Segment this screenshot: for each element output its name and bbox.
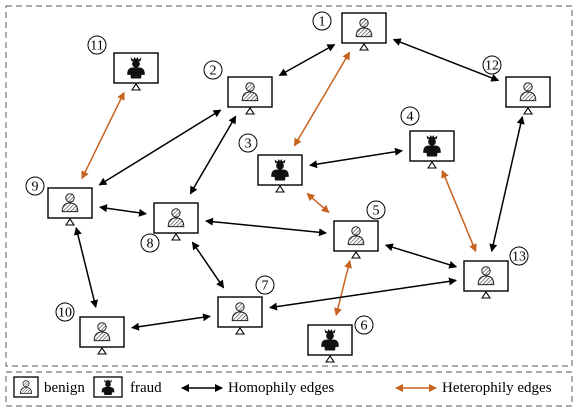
node-label-circle bbox=[400, 106, 420, 126]
node-label-circle bbox=[509, 246, 529, 266]
node-12-benign: 12 bbox=[482, 55, 551, 115]
edge-4-13-heterophily bbox=[441, 169, 477, 253]
monitor-stand bbox=[522, 107, 534, 115]
edge-5-6-heterophily bbox=[334, 259, 352, 317]
legend-benign-label: benign bbox=[44, 380, 85, 396]
node-4-fraud: 4 bbox=[400, 106, 455, 169]
edge-9-10-homophily bbox=[73, 226, 99, 309]
node-13-benign: 13 bbox=[463, 246, 529, 299]
node-label-circle bbox=[482, 55, 502, 75]
node-label: 9 bbox=[32, 180, 39, 195]
edge-8-5-homophily bbox=[205, 217, 327, 237]
node-label: 10 bbox=[58, 306, 72, 321]
edge-7-10-homophily bbox=[131, 313, 211, 331]
node-10-benign: 10 bbox=[55, 302, 125, 355]
node-label-circle bbox=[203, 60, 223, 80]
legend-heterophily-label: Heterophily edges bbox=[442, 380, 552, 396]
node-label-circle bbox=[25, 176, 45, 196]
node-label-circle bbox=[140, 233, 160, 253]
monitor-stand bbox=[324, 355, 336, 363]
edge-9-11-heterophily bbox=[81, 91, 125, 180]
edge-3-5-heterophily bbox=[306, 192, 330, 214]
node-label: 1 bbox=[319, 15, 326, 30]
node-label-circle bbox=[354, 315, 374, 335]
node-9-benign: 9 bbox=[25, 176, 93, 226]
monitor-stand bbox=[130, 83, 142, 91]
edge-5-13-homophily bbox=[384, 243, 458, 269]
edge-8-7-homophily bbox=[191, 241, 225, 289]
node-7-benign: 7 bbox=[217, 275, 275, 335]
node-label: 2 bbox=[210, 64, 217, 79]
node-label-circle bbox=[255, 275, 275, 295]
node-label: 3 bbox=[245, 137, 252, 152]
edge-1-12-homophily bbox=[392, 38, 500, 82]
edge-1-2-homophily bbox=[278, 43, 336, 77]
monitor-stand bbox=[426, 161, 438, 169]
node-label-circle bbox=[55, 302, 75, 322]
node-3-fraud: 3 bbox=[238, 133, 303, 193]
node-11-fraud: 11 bbox=[87, 35, 159, 91]
node-label: 11 bbox=[90, 39, 103, 54]
node-label: 6 bbox=[361, 319, 368, 334]
legend-homophily-label: Homophily edges bbox=[228, 380, 334, 396]
monitor-stand bbox=[64, 218, 76, 226]
edge-7-13-homophily bbox=[269, 277, 457, 311]
node-5-benign: 5 bbox=[333, 200, 386, 259]
node-1-benign: 1 bbox=[312, 11, 387, 51]
edge-2-8-homophily bbox=[189, 115, 237, 195]
node-label-circle bbox=[366, 200, 386, 220]
legend-fraud-icon bbox=[93, 376, 123, 398]
node-label: 5 bbox=[373, 204, 380, 219]
node-label: 4 bbox=[407, 110, 414, 125]
monitor-stand bbox=[274, 185, 286, 193]
edge-12-13-homophily bbox=[489, 115, 525, 253]
edge-3-4-homophily bbox=[309, 147, 403, 169]
edge-1-3-heterophily bbox=[293, 51, 351, 147]
monitor-stand bbox=[480, 291, 492, 299]
legend: benign fraud Homophily edges Heterophily… bbox=[13, 376, 552, 398]
monitor-stand bbox=[358, 43, 370, 51]
legend-frame bbox=[5, 371, 573, 407]
monitor-stand bbox=[170, 233, 182, 241]
diagram-frame bbox=[5, 5, 573, 367]
node-label-circle bbox=[87, 35, 107, 55]
monitor-screen bbox=[227, 76, 273, 108]
monitor-stand bbox=[244, 107, 256, 115]
legend-benign-icon bbox=[13, 376, 39, 398]
monitor-stand bbox=[96, 347, 108, 355]
node-label: 8 bbox=[147, 237, 154, 252]
node-label: 13 bbox=[512, 250, 526, 265]
node-label-circle bbox=[312, 11, 332, 31]
node-label-circle bbox=[238, 133, 258, 153]
node-6-fraud: 6 bbox=[307, 315, 374, 363]
monitor-stand bbox=[350, 251, 362, 259]
node-2-benign: 2 bbox=[203, 60, 273, 115]
edges bbox=[73, 38, 525, 331]
node-label: 7 bbox=[262, 279, 269, 294]
monitor-stand bbox=[234, 327, 246, 335]
node-label: 12 bbox=[485, 59, 499, 74]
node-8-benign: 8 bbox=[140, 202, 199, 253]
edge-8-9-homophily bbox=[99, 204, 147, 217]
legend-fraud-label: fraud bbox=[130, 380, 162, 396]
